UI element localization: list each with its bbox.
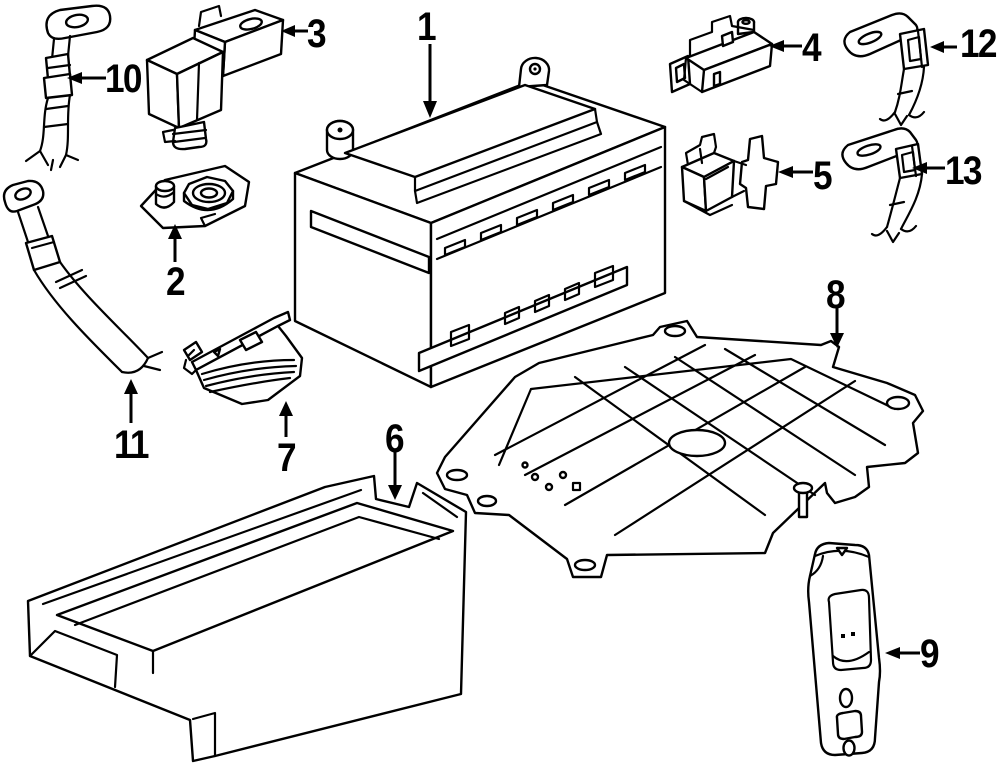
part-2-battery-terminal-drawing [139, 164, 251, 230]
callout-10-arrow [67, 72, 106, 84]
part-12-hold-down-rod-drawing [843, 12, 930, 127]
callout-5-number[interactable]: 5 [813, 154, 833, 198]
part-5-bracket-drawing [680, 132, 780, 217]
callout-5-arrow [778, 166, 813, 178]
part-1-battery-drawing [293, 56, 667, 389]
callout-4-arrow [769, 40, 802, 52]
callout-13-arrow [912, 162, 945, 174]
callout-12-arrow [930, 41, 957, 53]
callout-7-arrow [279, 401, 293, 437]
callout-6-number[interactable]: 6 [385, 417, 405, 461]
part-6-battery-cover-drawing [26, 474, 468, 763]
callout-8-arrow [830, 308, 844, 348]
callout-12-number[interactable]: 12 [960, 22, 997, 66]
callout-1-number[interactable]: 1 [417, 5, 437, 49]
part-10-battery-cable-drawing [24, 4, 112, 172]
callout-11-number[interactable]: 11 [114, 423, 149, 467]
part-8-battery-tray-drawing [435, 319, 925, 579]
callout-9-arrow [885, 647, 920, 659]
part-4-junction-block-drawing [668, 14, 774, 94]
callout-13-number[interactable]: 13 [945, 149, 982, 193]
callout-7-number[interactable]: 7 [277, 436, 297, 480]
callout-3-arrow [281, 25, 308, 37]
callout-1-arrow [423, 44, 437, 118]
part-13-hold-down-rod-drawing [841, 127, 924, 244]
callout-2-number[interactable]: 2 [166, 260, 186, 304]
callout-10-number[interactable]: 10 [105, 57, 142, 101]
part-3-battery-sensor-drawing [145, 4, 285, 151]
callout-4-number[interactable]: 4 [802, 26, 822, 70]
callout-3-number[interactable]: 3 [307, 12, 327, 56]
callout-8-number[interactable]: 8 [826, 273, 846, 317]
callout-11-arrow [124, 379, 138, 423]
callout-2-arrow [168, 224, 182, 262]
callout-6-arrow [388, 450, 402, 500]
callout-9-number[interactable]: 9 [920, 632, 940, 676]
part-11-ground-cable-drawing [2, 179, 164, 374]
part-9-battery-vent-duct-drawing [807, 541, 882, 757]
part-7-hold-down-clamp-drawing [182, 310, 304, 406]
